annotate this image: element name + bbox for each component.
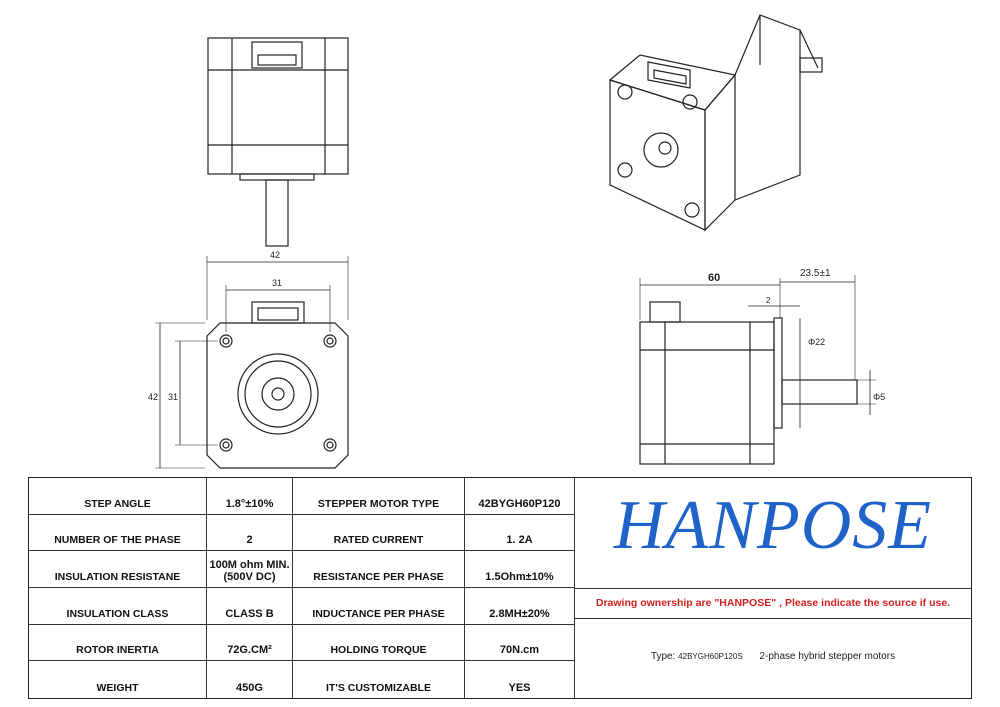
dim-hole-31: 31: [272, 278, 282, 288]
label-insulation-class: INSULATION CLASS: [29, 588, 207, 625]
label-phase-count: NUMBER OF THE PHASE: [29, 514, 207, 552]
front-view-drawing: [155, 256, 349, 469]
dim-collar-2: 2: [766, 296, 771, 305]
side-view-drawing: [207, 37, 349, 247]
label-rotor-inertia: ROTOR INERTIA: [29, 624, 207, 662]
right-side-view-drawing: [639, 275, 876, 465]
value-inductance-per-phase: 2.8MH±20%: [465, 588, 575, 625]
dim-dia-5: Φ5: [873, 392, 885, 402]
value-insulation-class: CLASS B: [207, 588, 293, 625]
label-holding-torque: HOLDING TORQUE: [293, 624, 465, 662]
label-customizable: IT'S CUSTOMIZABLE: [293, 661, 465, 698]
type-label: Type:: [650, 651, 676, 662]
type-model: 42BYGH60P120S: [678, 652, 743, 661]
value-phase-count: 2: [207, 514, 293, 552]
value-customizable: YES: [465, 661, 575, 698]
value-holding-torque: 70N.cm: [465, 624, 575, 662]
isometric-view-drawing: [608, 14, 823, 232]
brand-divider-1: [575, 588, 971, 589]
spec-grid: STEP ANGLE 1.8°±10% STEPPER MOTOR TYPE 4…: [29, 478, 575, 698]
label-insulation-resistance: INSULATION RESISTANE: [29, 551, 207, 588]
dim-shaft-23-5: 23.5±1: [800, 268, 831, 279]
label-motor-type: STEPPER MOTOR TYPE: [293, 478, 465, 515]
spec-table: STEP ANGLE 1.8°±10% STEPPER MOTOR TYPE 4…: [28, 477, 972, 699]
type-description: 2-phase hybrid stepper motors: [759, 651, 896, 662]
type-line: Type: 42BYGH60P120S 2-phase hybrid stepp…: [575, 651, 971, 662]
label-resistance-per-phase: RESISTANCE PER PHASE: [293, 551, 465, 588]
value-motor-type: 42BYGH60P120: [465, 478, 575, 515]
dim-height-31: 31: [168, 392, 178, 402]
value-weight: 450G: [207, 661, 293, 698]
brand-panel: HANPOSE Drawing ownership are "HANPOSE" …: [575, 478, 971, 698]
technical-drawing: 42 31 42 31 60 23.5±1 2 Φ22 Φ5: [148, 14, 885, 469]
brand-divider-2: [575, 618, 971, 619]
value-rated-current: 1. 2A: [465, 514, 575, 552]
dim-height-42: 42: [148, 392, 158, 402]
ownership-notice: Drawing ownership are "HANPOSE" , Please…: [595, 597, 951, 609]
value-rotor-inertia: 72G.CM²: [207, 624, 293, 662]
value-resistance-per-phase: 1.5Ohm±10%: [465, 551, 575, 588]
label-step-angle: STEP ANGLE: [29, 478, 207, 515]
dim-width-42: 42: [270, 250, 280, 260]
brand-name: HANPOSE: [613, 487, 933, 564]
value-insulation-resistance: 100M ohm MIN. (500V DC): [207, 551, 293, 588]
label-inductance-per-phase: INDUCTANCE PER PHASE: [293, 588, 465, 625]
dim-dia-22: Φ22: [808, 337, 825, 347]
value-step-angle: 1.8°±10%: [207, 478, 293, 515]
label-weight: WEIGHT: [29, 661, 207, 698]
label-rated-current: RATED CURRENT: [293, 514, 465, 552]
dim-length-60: 60: [708, 272, 720, 284]
